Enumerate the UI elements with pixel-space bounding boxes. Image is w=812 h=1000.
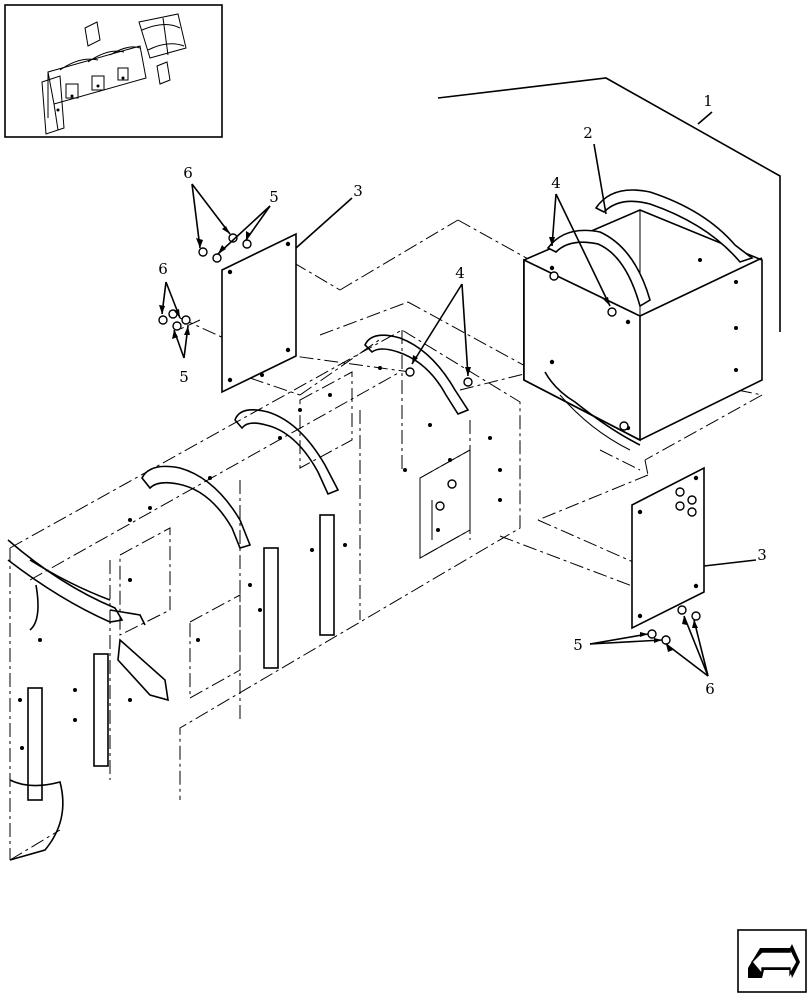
callout-3-upper: 3 <box>353 182 363 200</box>
leader-lines <box>161 77 781 677</box>
cover-plate-lower <box>631 466 705 630</box>
frame-bolt-holes <box>18 366 502 750</box>
callout-3-lower: 3 <box>757 546 767 564</box>
frame-side-plate <box>419 449 471 559</box>
callout-5-left: 5 <box>179 368 189 386</box>
frame-arches <box>7 334 470 861</box>
callout-4-frame: 4 <box>455 264 465 282</box>
callout-6-upper: 6 <box>183 164 193 182</box>
previous-page-arrow-icon[interactable] <box>737 929 807 993</box>
callout-1: 1 <box>703 92 713 110</box>
cover-plate-upper <box>221 232 297 394</box>
callout-6-left: 6 <box>158 260 168 278</box>
leader-arrowheads <box>159 226 698 652</box>
locator-thumbnail <box>4 4 223 138</box>
frame-bolts <box>405 367 473 511</box>
storage-box <box>523 189 763 451</box>
callout-5-upper: 5 <box>269 188 279 206</box>
callout-2: 2 <box>583 124 593 142</box>
callout-5-lower: 5 <box>573 636 583 654</box>
callout-labels: 1 2 3 3 4 4 5 5 5 6 6 6 <box>158 92 767 698</box>
callout-6-lower: 6 <box>705 680 715 698</box>
callout-4-box: 4 <box>551 174 561 192</box>
